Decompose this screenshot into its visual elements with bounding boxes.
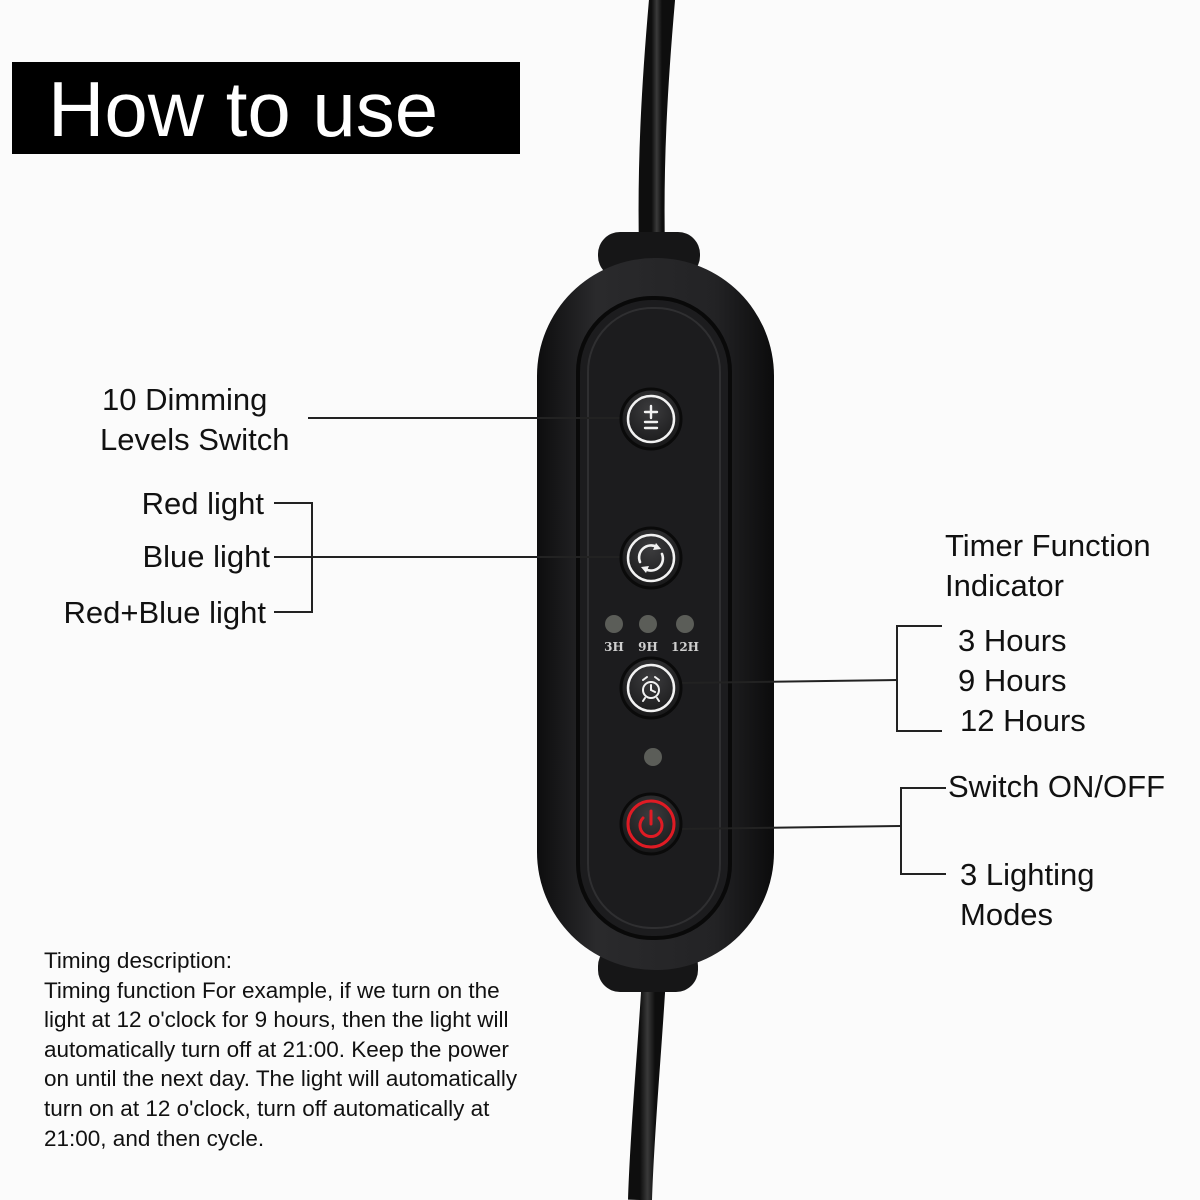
cable-bottom — [640, 960, 655, 1200]
timing-heading: Timing description: — [44, 946, 604, 976]
power-button[interactable] — [621, 794, 681, 854]
label-3-hours: 3 Hours — [958, 621, 1067, 661]
dimming-button[interactable] — [621, 389, 681, 449]
led-label-3h: 3H — [604, 640, 624, 654]
label-timer-line1: Timer Function — [945, 526, 1151, 566]
timing-line: turn on at 12 o'clock, turn off automati… — [44, 1094, 604, 1124]
timing-line: light at 12 o'clock for 9 hours, then th… — [44, 1005, 604, 1035]
title-banner: How to use — [12, 62, 520, 154]
timing-description: Timing description: Timing function For … — [44, 946, 604, 1153]
led-12h — [676, 615, 694, 633]
led-9h — [639, 615, 657, 633]
bracket-power — [901, 788, 946, 874]
timing-line: 21:00, and then cycle. — [44, 1124, 604, 1154]
label-9-hours: 9 Hours — [958, 661, 1067, 701]
mode-button[interactable] — [621, 528, 681, 588]
label-red-light: Red light — [142, 484, 264, 524]
timing-line: Timing function For example, if we turn … — [44, 976, 604, 1006]
timing-line: automatically turn off at 21:00. Keep th… — [44, 1035, 604, 1065]
led-label-9h: 9H — [638, 640, 658, 654]
timing-line: on until the next day. The light will au… — [44, 1064, 604, 1094]
page-title: How to use — [48, 64, 438, 154]
label-red-blue-light: Red+Blue light — [64, 593, 267, 633]
timer-button[interactable] — [621, 658, 681, 718]
led-label-12h: 12H — [671, 640, 699, 654]
label-dimming-line1: 10 Dimming — [102, 380, 267, 420]
led-3h — [605, 615, 623, 633]
label-dimming-line2: Levels Switch — [100, 420, 290, 460]
cable-top — [652, 0, 662, 250]
led-power — [644, 748, 662, 766]
label-12-hours: 12 Hours — [960, 701, 1086, 741]
label-switch: Switch ON/OFF — [948, 767, 1165, 807]
label-timer-line2: Indicator — [945, 566, 1064, 606]
bracket-hours — [897, 626, 942, 731]
label-blue-light: Blue light — [142, 537, 270, 577]
label-lighting-line2: Modes — [960, 895, 1053, 935]
label-lighting-line1: 3 Lighting — [960, 855, 1094, 895]
